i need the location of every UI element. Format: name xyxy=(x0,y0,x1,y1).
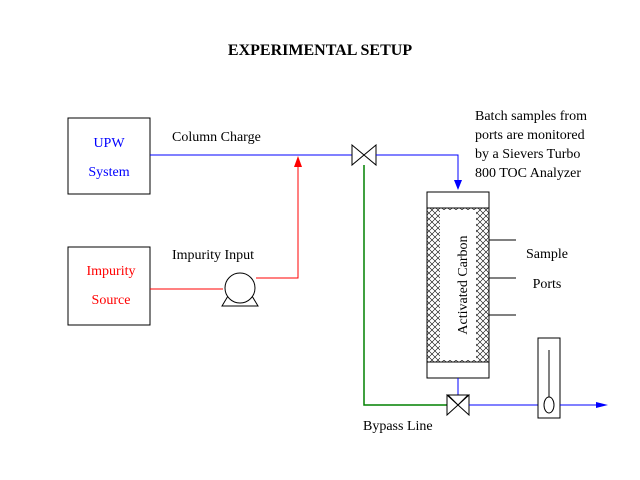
batch-note-line2: ports are monitored xyxy=(475,128,585,143)
batch-samples-note: Batch samples from ports are monitored b… xyxy=(475,109,587,181)
activated-carbon-column: Activated Carbon xyxy=(426,191,490,379)
impurity-arrowhead xyxy=(294,156,302,167)
batch-note-line1: Batch samples from xyxy=(475,109,587,124)
column-feed-arrowhead xyxy=(454,180,462,190)
pump-icon xyxy=(221,272,259,307)
column-label: Activated Carbon xyxy=(456,235,471,334)
sample-ports xyxy=(489,239,516,316)
column-feed-line xyxy=(376,154,459,180)
column-charge-label: Column Charge xyxy=(172,130,261,145)
discharge-arrowhead xyxy=(596,402,608,408)
bypass-line-label: Bypass Line xyxy=(363,419,433,434)
batch-note-line4: 800 TOC Analyzer xyxy=(475,166,581,181)
impurity-input-label: Impurity Input xyxy=(172,248,254,263)
bypass-line xyxy=(363,165,447,406)
flowmeter-icon xyxy=(537,337,561,419)
sample-ports-label-line1: Sample xyxy=(526,247,568,262)
impurity-source-label-line1: Impurity xyxy=(87,264,136,279)
diagram-title: EXPERIMENTAL SETUP xyxy=(228,42,412,59)
batch-note-line3: by a Sievers Turbo xyxy=(475,147,580,162)
impurity-source-label-line2: Source xyxy=(92,293,131,308)
outlet-valve-icon xyxy=(446,393,470,417)
impurity-line xyxy=(150,156,302,290)
upw-system-label-line2: System xyxy=(88,165,129,180)
sample-ports-label-line2: Ports xyxy=(533,277,562,292)
inlet-valve-icon xyxy=(351,143,377,167)
upw-system-label-line1: UPW xyxy=(93,136,125,151)
impurity-source-box: Impurity Source xyxy=(67,246,151,326)
upw-system-box: UPW System xyxy=(67,117,151,195)
